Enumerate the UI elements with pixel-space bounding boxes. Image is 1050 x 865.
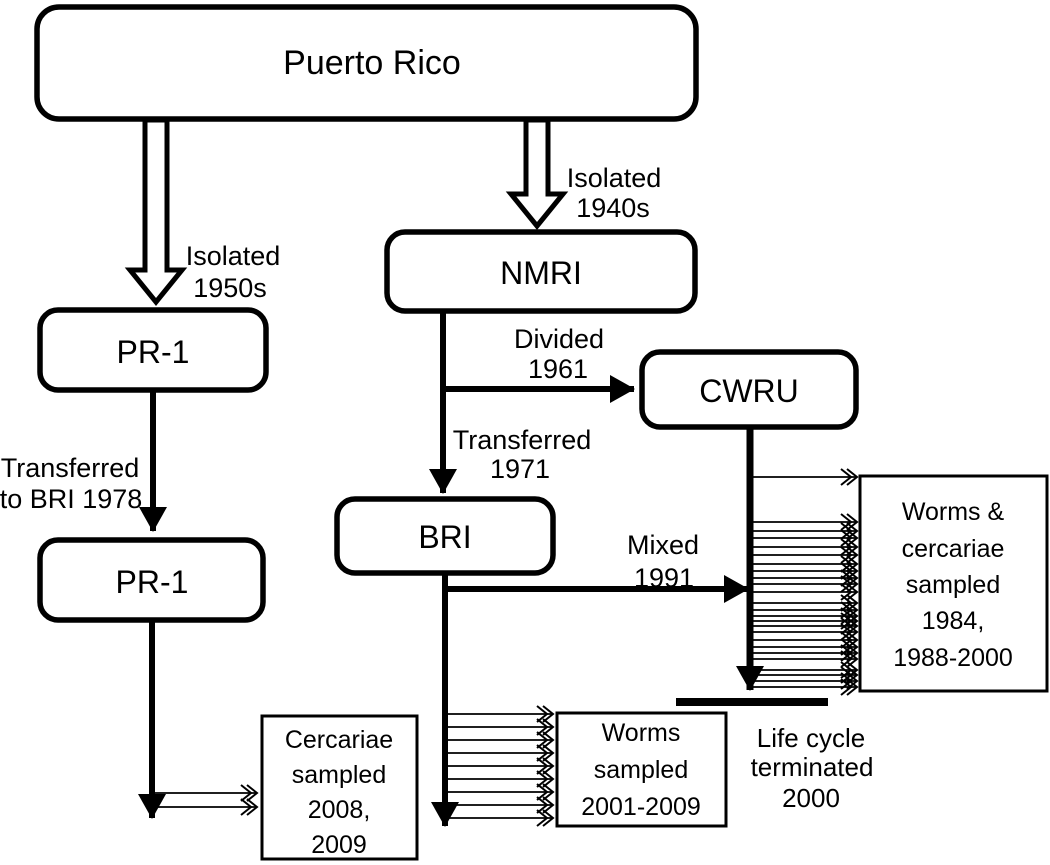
mixed-1991-line1: Mixed [627, 530, 699, 560]
isolated-1940s-line1: Isolated [567, 163, 662, 193]
box-worms-cercariae-sampled: Worms & cercariae sampled 1984, 1988-200… [858, 474, 1049, 693]
arrow-puertorico-to-nmri [505, 117, 569, 230]
label-life-cycle-terminated: Life cycle terminated 2000 [751, 723, 874, 813]
transferred-1978-line2: to BRI 1978 [0, 484, 142, 514]
cercariae-sampled-line3: 2008, [308, 796, 371, 824]
arrow-puertorico-to-pr1 [124, 117, 188, 306]
node-bri-label: BRI [418, 519, 471, 555]
cercariae-sampled-line2: sampled [292, 761, 387, 789]
worms-cercariae-line5: 1988-2000 [893, 644, 1013, 672]
node-cwru-label: CWRU [699, 373, 799, 409]
worms-sampled-line2: sampled [594, 756, 689, 784]
label-mixed-1991: Mixed 1991 [627, 530, 699, 593]
sampling-arrows-bri-line [447, 705, 555, 827]
label-transferred-to-bri-1978: Transferred to BRI 1978 [0, 453, 142, 514]
worms-cercariae-line4: 1984, [922, 607, 985, 635]
label-isolated-1950s: Isolated 1950s [186, 241, 281, 303]
node-cwru: CWRU [639, 349, 859, 430]
node-pr1-top-label: PR-1 [117, 334, 190, 370]
node-puerto-rico: Puerto Rico [34, 4, 699, 122]
label-isolated-1940s: Isolated 1940s [567, 163, 662, 223]
label-transferred-1971: Transferred 1971 [453, 425, 592, 484]
isolated-1950s-line1: Isolated [186, 241, 281, 271]
box-worms-sampled: Worms sampled 2001-2009 [555, 711, 728, 828]
isolated-1940s-line2: 1940s [576, 193, 650, 223]
node-pr1-bottom: PR-1 [37, 537, 266, 623]
divided-1961-line2: 1961 [528, 354, 588, 384]
divided-1961-line1: Divided [514, 324, 604, 354]
life-cycle-line3: 2000 [782, 783, 840, 813]
transferred-1971-line2: 1971 [490, 454, 550, 484]
worms-sampled-line3: 2001-2009 [581, 793, 701, 821]
label-divided-1961: Divided 1961 [514, 324, 604, 384]
life-cycle-line2: terminated [751, 752, 874, 782]
node-nmri: NMRI [384, 229, 698, 314]
worms-cercariae-line1: Worms & [902, 498, 1005, 526]
cercariae-sampled-line4: 2009 [311, 831, 367, 859]
worms-sampled-line1: Worms [602, 719, 681, 747]
isolated-1950s-line2: 1950s [193, 273, 267, 303]
node-bri: BRI [334, 496, 556, 576]
node-pr1-top: PR-1 [37, 307, 269, 393]
sampling-arrows-cwru-line [752, 468, 859, 696]
worms-cercariae-line3: sampled [906, 571, 1001, 599]
life-cycle-line1: Life cycle [757, 723, 865, 753]
transferred-1971-line1: Transferred [453, 425, 592, 455]
cercariae-sampled-line1: Cercariae [285, 726, 393, 754]
node-pr1-bottom-label: PR-1 [116, 564, 189, 600]
node-nmri-label: NMRI [500, 255, 582, 291]
sampling-arrows-pr1-line [155, 784, 259, 816]
transferred-1978-line1: Transferred [1, 453, 140, 483]
box-cercariae-sampled: Cercariae sampled 2008, 2009 [260, 714, 419, 861]
worms-cercariae-line2: cercariae [902, 535, 1005, 563]
mixed-1991-line2: 1991 [634, 563, 694, 593]
node-puerto-rico-label: Puerto Rico [283, 44, 461, 82]
